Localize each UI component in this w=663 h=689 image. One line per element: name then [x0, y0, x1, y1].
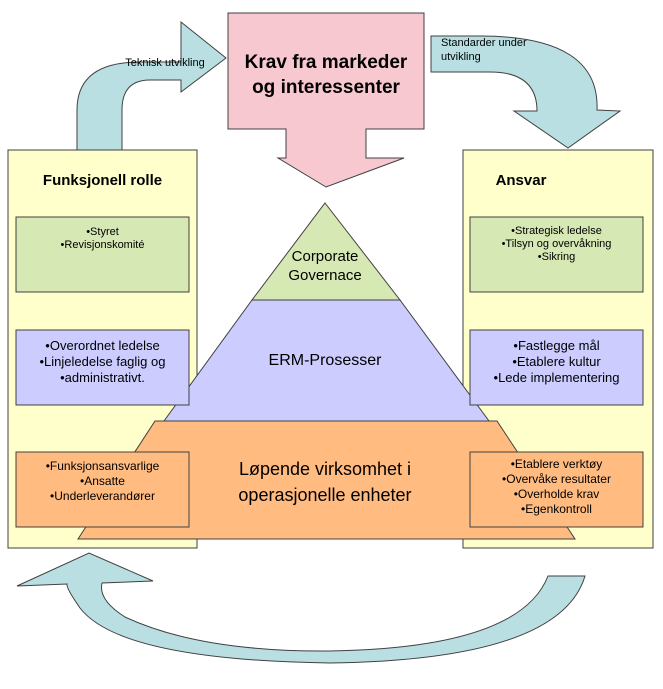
list-item: •Overordnet ledelse [45, 338, 160, 353]
left-purple-box [15, 329, 190, 406]
right-arrow-label-line1: Standarder under [441, 37, 527, 49]
right-orange-box [469, 451, 644, 528]
list-item: •Lede implementering [493, 370, 620, 385]
pyramid-middle-label: ERM-Prosesser [268, 352, 382, 369]
list-item: •Etablere verktøy [510, 457, 603, 471]
demands-title: Krav fra markeder og interessenter [228, 50, 424, 100]
pyramid-top-layer [250, 202, 402, 301]
right-purple-list: •Fastlegge mål •Etablere kultur •Lede im… [470, 338, 643, 386]
right-orange-list: •Etablere verktøy •Overvåke resultater •… [470, 457, 643, 517]
right-purple-box [469, 329, 644, 406]
left-green-list: •Styret •Revisjonskomité [16, 226, 189, 252]
left-purple-list: •Overordnet ledelse •Linjeledelse faglig… [16, 338, 189, 386]
left-arrow-label: Teknisk utvikling [125, 57, 205, 69]
right-curved-arrow [430, 35, 622, 149]
list-item: •Revisjonskomité [60, 239, 145, 251]
list-item: •Fastlegge mål [513, 338, 600, 353]
left-orange-box [15, 451, 190, 528]
left-green-box [15, 216, 190, 293]
right-green-list: •Strategisk ledelse •Tilsyn og overvåkni… [470, 225, 643, 264]
pyramid-top-label-line2: Governace [288, 267, 362, 284]
list-item: •Overvåke resultater [502, 472, 611, 486]
list-item: •administrativt. [60, 370, 145, 385]
left-orange-list: •Funksjonsansvarlige •Ansatte •Underleve… [16, 459, 189, 504]
list-item: •Styret [86, 226, 119, 238]
list-item: •Overholde krav [513, 487, 600, 501]
right-column-title: Ansvar [495, 172, 547, 189]
pyramid-bottom-label-line2: operasjonelle enheter [238, 485, 412, 505]
left-curved-arrow [76, 20, 227, 151]
list-item: •Etablere kultur [512, 354, 601, 369]
demands-down-arrow [227, 12, 425, 188]
demands-title-line2: og interessenter [252, 77, 400, 98]
bottom-return-arrow [16, 552, 586, 664]
pyramid-bottom-label: Løpende virksomhet i operasjonelle enhet… [195, 456, 455, 508]
list-item: •Egenkontroll [521, 502, 592, 516]
list-item: •Strategisk ledelse [511, 225, 602, 237]
list-item: •Funksjonsansvarlige [45, 459, 160, 473]
list-item: •Underleverandører [50, 489, 155, 503]
right-arrow-label-line2: utvikling [441, 51, 481, 63]
pyramid-top-label-line1: Corporate [291, 248, 359, 265]
pyramid-bottom-label-line1: Løpende virksomhet i [238, 459, 412, 479]
right-arrow-label: Standarder under utvikling [441, 36, 551, 64]
list-item: •Sikring [537, 251, 576, 263]
right-green-box [469, 216, 644, 293]
list-item: •Tilsyn og overvåkning [501, 238, 612, 250]
list-item: •Linjeledelse faglig og [39, 354, 166, 369]
left-column-title: Funksjonell rolle [42, 172, 163, 189]
list-item: •Ansatte [80, 474, 125, 488]
pyramid-top-label: Corporate Governace [255, 247, 395, 285]
demands-title-line1: Krav fra markeder [244, 52, 408, 73]
